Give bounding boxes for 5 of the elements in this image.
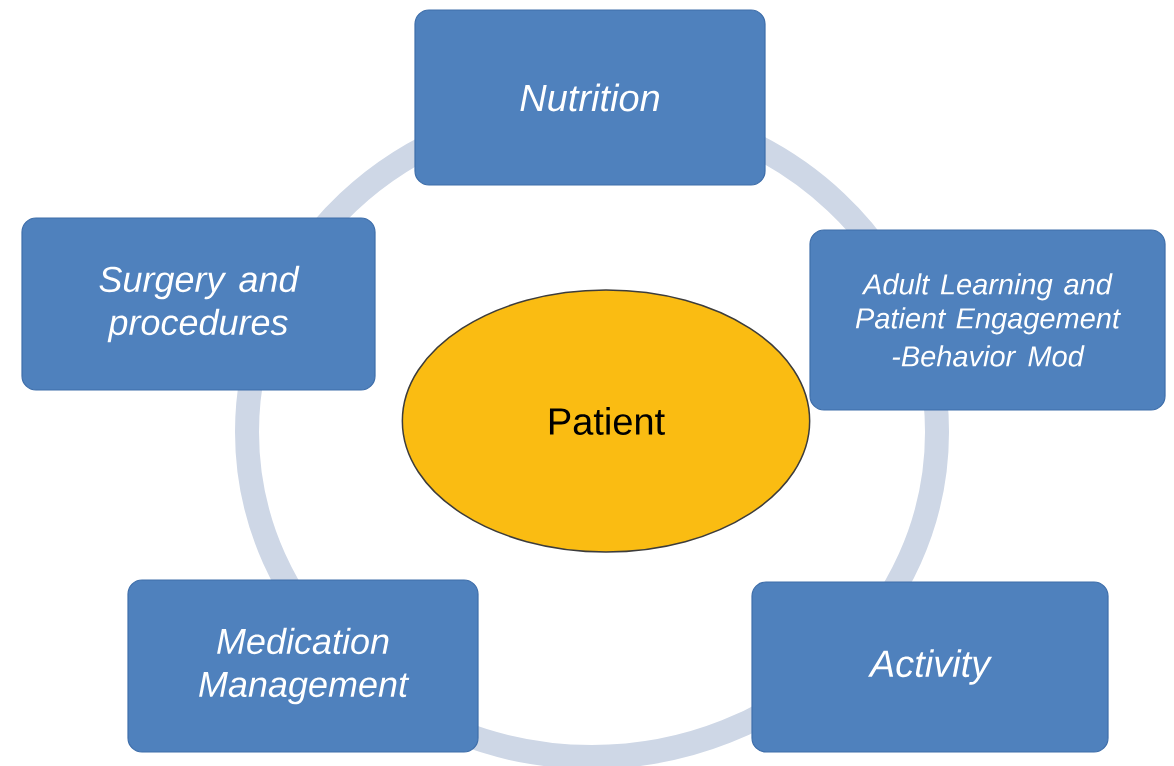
topic-box: Surgery and procedures bbox=[21, 217, 376, 391]
topic-box: Adult Learning and Patient Engagement -Behavior Mod bbox=[809, 229, 1166, 411]
topic-box: Activity bbox=[751, 581, 1109, 753]
topic-box: Nutrition bbox=[414, 9, 766, 186]
topic-box: Medication Management bbox=[127, 579, 479, 753]
